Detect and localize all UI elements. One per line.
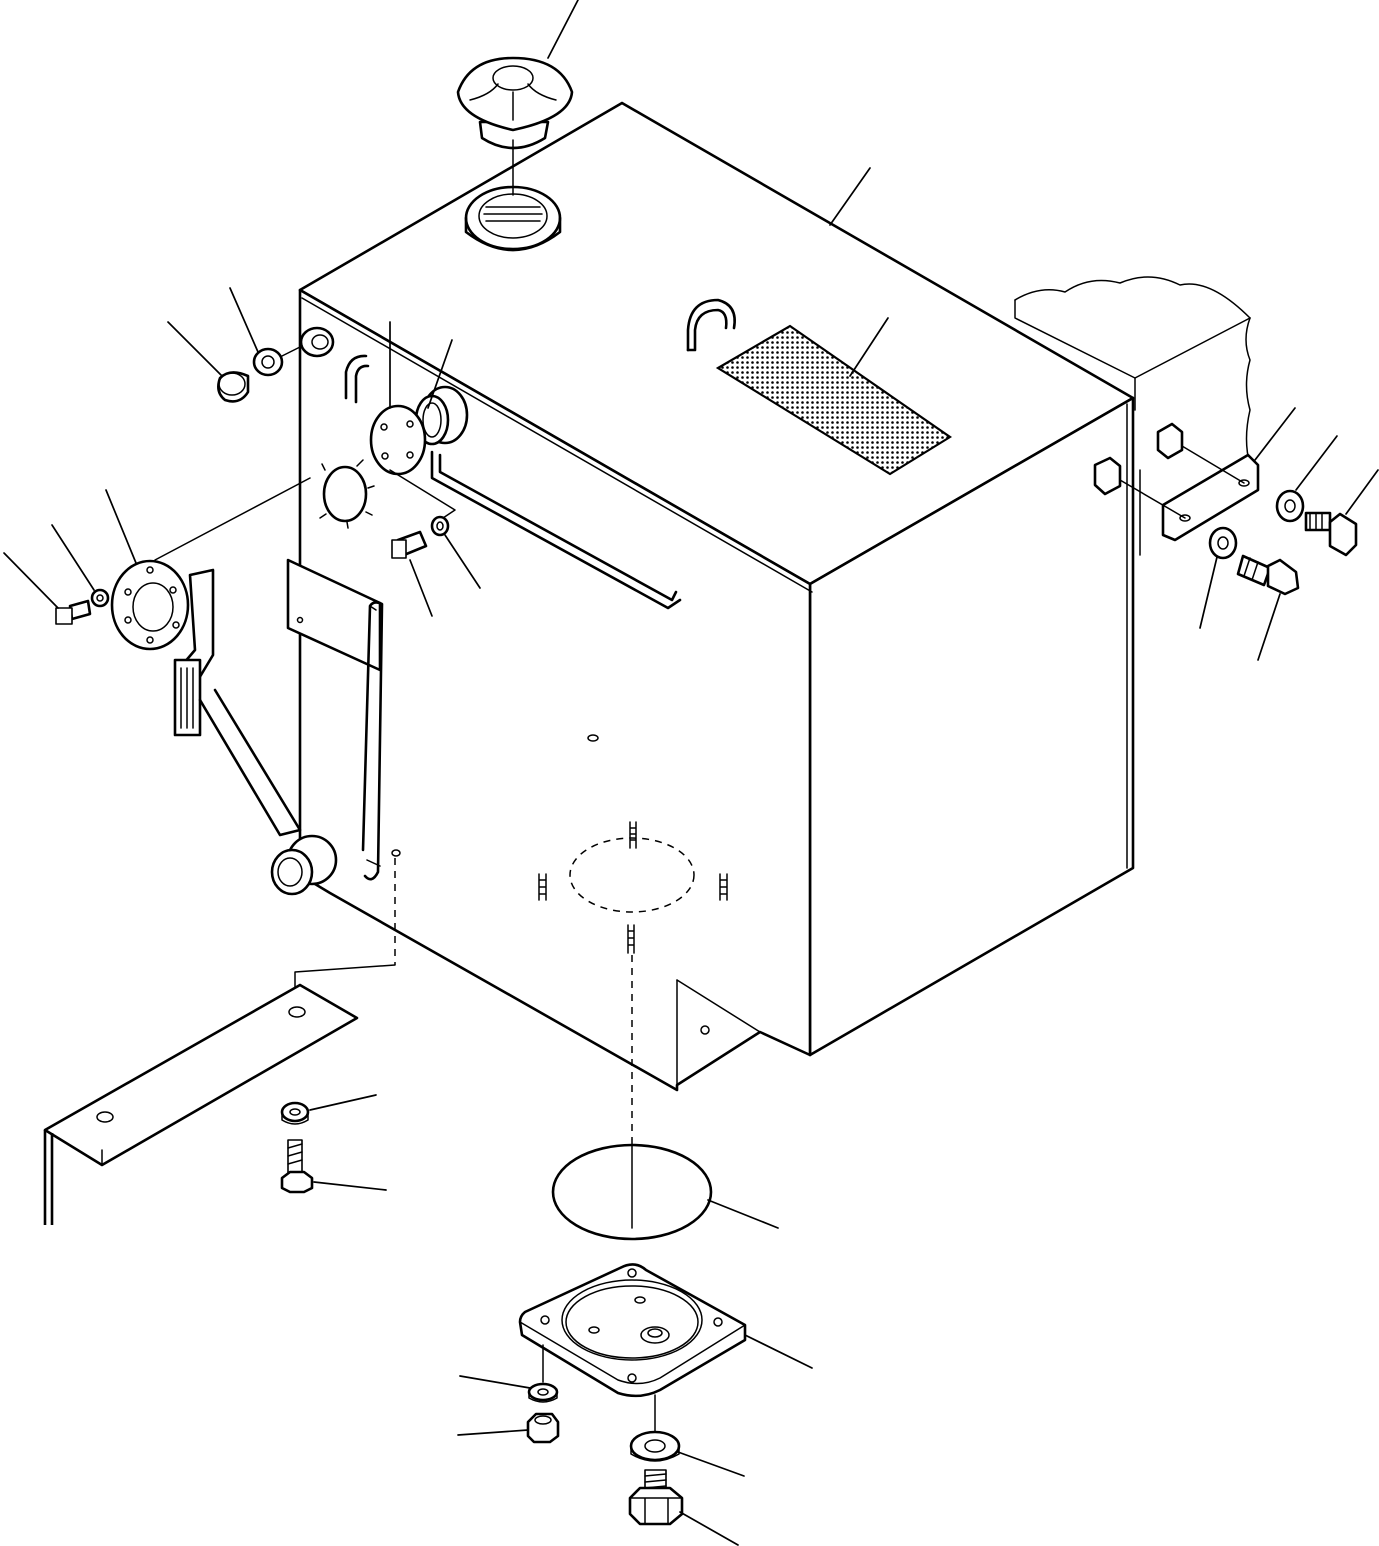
breather-plug <box>167 321 250 403</box>
strap-bolt <box>280 1139 387 1194</box>
bracket-washer <box>1199 435 1338 629</box>
return-pipe <box>438 453 678 602</box>
filler-neck <box>464 185 562 252</box>
cover-bolt <box>391 530 433 617</box>
bottom-opening <box>538 821 728 954</box>
plug-washer <box>229 287 284 377</box>
hose-clip <box>686 298 736 352</box>
gauge-bolt <box>3 552 92 625</box>
tank-leader <box>829 167 871 226</box>
bracket-bolt <box>1236 469 1379 661</box>
pipe-elbow <box>344 354 370 404</box>
plate-washer <box>459 1375 559 1403</box>
cover-axis <box>389 469 456 521</box>
plug-axis <box>281 345 303 357</box>
sight-tube <box>286 558 384 881</box>
mounting-strap <box>43 983 359 1225</box>
breather-port <box>299 326 335 358</box>
gauge-axis <box>154 477 311 561</box>
drain-plug-washer <box>629 1430 745 1477</box>
drain-plug <box>628 1469 739 1546</box>
filler-cap <box>456 0 579 150</box>
gauge-washer <box>51 524 110 608</box>
level-gauge-flange <box>105 489 190 651</box>
machine-frame-background <box>1014 276 1251 556</box>
inspection-cover <box>369 321 427 476</box>
cover-washer <box>430 515 481 589</box>
mounting-bracket <box>1161 407 1296 542</box>
plate-nut <box>457 1412 560 1444</box>
bottom-cover-plate <box>518 1263 813 1398</box>
bracket-blocks <box>1093 422 1245 519</box>
strap-washer <box>280 1094 377 1125</box>
return-pipe-outer <box>430 450 682 610</box>
caution-plate <box>715 317 953 476</box>
hydraulic-tank <box>298 101 1135 1092</box>
level-gauge <box>173 568 338 896</box>
gauge-port <box>319 459 375 529</box>
o-ring <box>551 1143 779 1241</box>
